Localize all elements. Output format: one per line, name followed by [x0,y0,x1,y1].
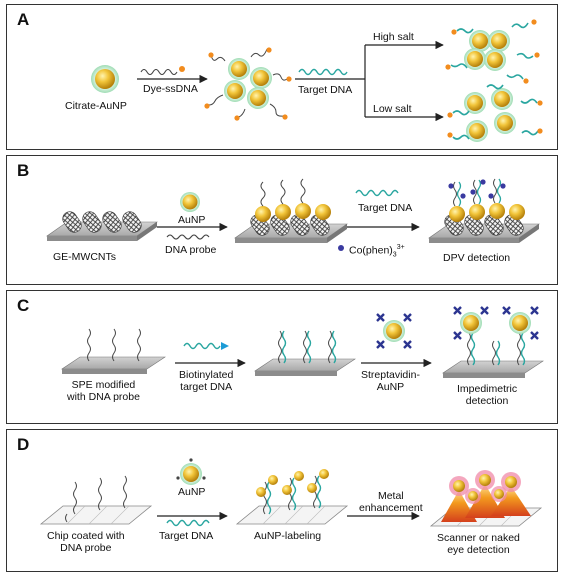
hybridized-surface [254,330,356,376]
aunp-ssdna-complex [204,47,292,121]
label-spe-modified: SPE modified with DNA probe [67,379,140,403]
label-dye-ssdna: Dye-ssDNA [143,83,198,95]
label-aunp-b: AuNP [178,214,206,226]
label-impedimetric: Impedimetric detection [457,383,518,407]
biotinylated-target-strand [183,342,221,350]
label-streptavidin-aunp: Streptavidin- AuNP [361,369,420,393]
label-aunp-d: AuNP [178,486,206,498]
citrate-aunp-particle [91,65,119,93]
panel-a: A [6,4,558,150]
label-biotinylated-target: Biotinylated target DNA [179,369,234,393]
panel-b: B [6,155,558,285]
label-target-dna-b: Target DNA [358,202,413,214]
spe-probe-surface [61,328,166,374]
label-aunp-labeling: AuNP-labeling [254,530,322,542]
target-dna-strand-b [355,189,399,197]
label-high-salt: High salt [373,31,414,43]
panel-d-illustration [39,458,543,527]
panel-c-illustration [61,306,544,378]
enhanced-detection-chip [429,470,543,527]
panel-c: C [6,290,558,424]
panel-label-a: A [17,10,30,29]
low-salt-dispersed [447,84,543,142]
label-chip-coated: Chip coated with DNA probe [47,530,125,554]
ge-mwcnts-electrode [46,211,158,241]
cobalt-complex-dot [338,245,344,251]
target-dna-strand-d [166,519,210,527]
dpv-detection-electrode [428,178,540,243]
label-ge-mwcnts: GE-MWCNTs [53,251,116,263]
aunp-labeled-chip [235,469,349,525]
label-scanner-detection: Scanner or naked eye detection [437,532,520,556]
label-metal-enhancement: Metal enhancement [359,490,423,514]
panel-label-c: C [17,296,30,315]
panel-label-d: D [17,435,30,454]
label-citrate-aunp: Citrate-AuNP [65,100,127,112]
dye-ssdna-strand [140,68,178,76]
label-co-phen: Co(phen)33+ [349,244,405,259]
high-salt-aggregate [445,19,540,84]
label-target-dna-d: Target DNA [159,530,214,542]
aunp-probe-electrode [234,178,348,243]
label-target-dna-a: Target DNA [298,84,353,96]
streptavidin-aunp-reagent [376,313,412,349]
dna-probe-strand-b [166,234,210,240]
chip-probe-surface [39,475,153,525]
panel-d: D [6,429,558,572]
label-dna-probe-b: DNA probe [165,244,217,256]
dye-molecule [179,66,185,72]
target-dna-strand-a [298,68,348,76]
panel-b-illustration [46,178,540,251]
label-low-salt: Low salt [373,103,412,115]
panel-label-b: B [17,161,30,180]
biotin-tag [221,342,229,350]
aunp-reagent-d [176,458,206,485]
label-dpv-detection: DPV detection [443,252,511,264]
impedimetric-surface [442,306,544,378]
aunp-reagent-b [180,192,200,212]
panel-a-illustration [91,19,543,142]
